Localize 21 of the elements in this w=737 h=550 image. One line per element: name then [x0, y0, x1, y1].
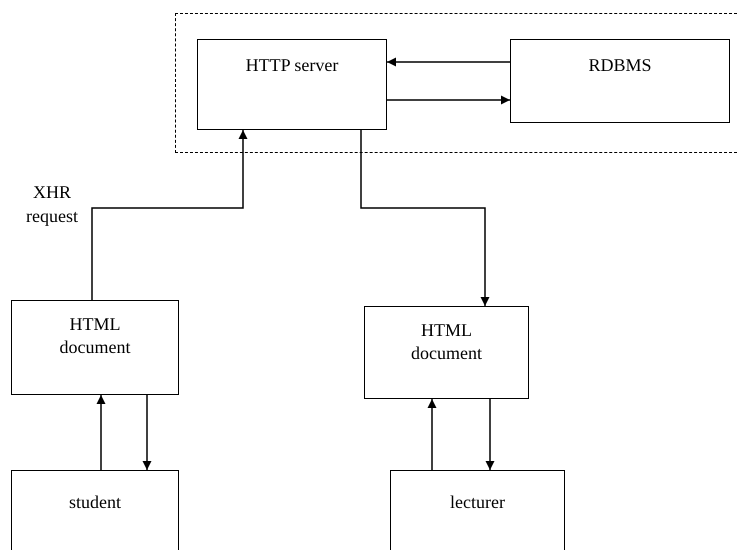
- arrow: [428, 399, 436, 470]
- arrow: [360, 130, 490, 306]
- arrow: [142, 395, 152, 470]
- arrow: [91, 130, 248, 300]
- process-box: [364, 306, 529, 399]
- arrow: [387, 58, 510, 66]
- node-label: lecturer: [449, 491, 506, 514]
- process-box: [197, 39, 387, 130]
- arrow: [387, 96, 510, 104]
- process-box: [11, 300, 179, 395]
- process-box: [510, 39, 730, 123]
- node-label: RDBMS: [587, 54, 653, 77]
- process-box: [390, 470, 565, 550]
- arrow: [486, 399, 494, 470]
- arrow: [96, 395, 106, 470]
- node-label: HTTP server: [244, 54, 340, 77]
- process-box: [11, 470, 179, 550]
- node-label: HTML document: [410, 319, 483, 366]
- node-label: student: [68, 491, 122, 514]
- group-boundary: [175, 13, 737, 153]
- node-label: HTML document: [58, 313, 132, 360]
